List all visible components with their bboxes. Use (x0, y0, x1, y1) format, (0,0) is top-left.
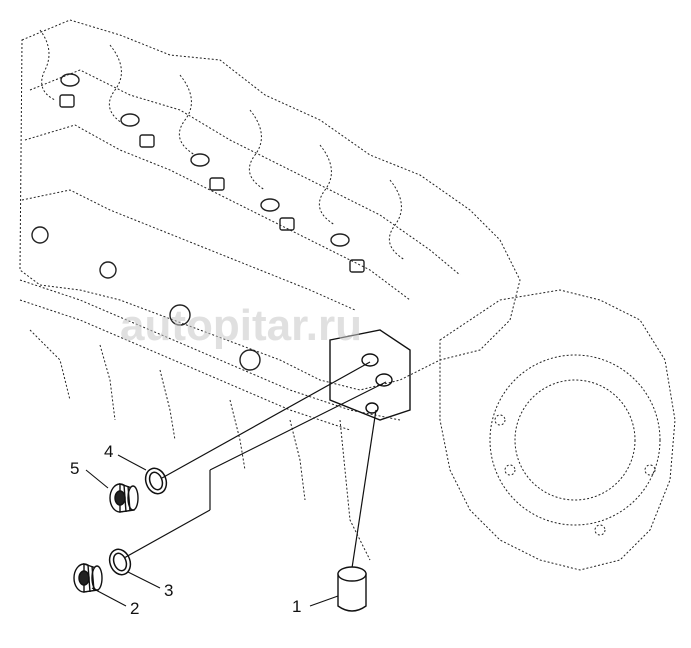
cylinder-head-outline (19, 19, 521, 391)
head-ports (31, 73, 365, 371)
leader-lines (123, 361, 387, 569)
callout-5: 5 (70, 459, 79, 478)
callout-2: 2 (130, 599, 139, 618)
part-4-sealing-ring (144, 467, 168, 495)
part-2-threaded-plug (73, 563, 103, 593)
part-3-sealing-ring (108, 548, 132, 576)
callout-leaders (85, 454, 339, 607)
callout-3: 3 (164, 581, 173, 600)
gallery-end-face (329, 329, 411, 421)
part-1-plug-cap (337, 566, 367, 612)
engine-block-outline (19, 279, 401, 561)
part-5-threaded-plug (109, 483, 139, 513)
callout-1: 1 (292, 597, 301, 616)
watermark-text: autopitar.ru (120, 301, 362, 350)
callout-4: 4 (104, 442, 113, 461)
flywheel-housing (439, 289, 676, 571)
